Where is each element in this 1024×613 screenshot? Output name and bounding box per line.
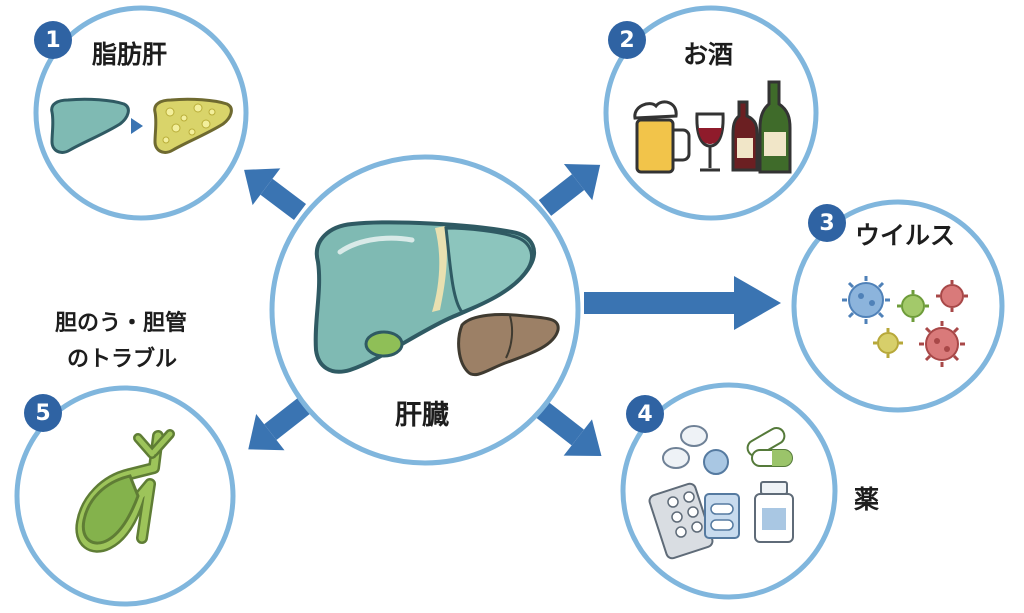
label-drugs: 薬 <box>854 485 880 514</box>
alcohol-icons <box>633 80 792 174</box>
arrow-to-alcohol <box>538 164 601 216</box>
wine-bottle-icon <box>758 80 792 174</box>
badge-5: 5 <box>24 394 62 432</box>
arrows <box>244 164 781 457</box>
virus-icon <box>936 280 968 312</box>
beer-mug-icon <box>633 100 691 174</box>
virus-icon <box>842 276 890 324</box>
gallbladder-icon <box>75 429 175 553</box>
badge-2: 2 <box>608 21 646 59</box>
arrow-to-virus <box>584 276 781 330</box>
wine-glass-icon <box>695 112 725 172</box>
label-gallbladder-line1: 胆のう・胆管 <box>55 311 188 336</box>
drug-icons <box>648 425 794 560</box>
virus-icon <box>873 328 903 358</box>
virus-icon <box>919 321 965 367</box>
arrow-to-drugs <box>533 400 602 457</box>
wine-bottle-icon <box>731 100 759 172</box>
pill-icon <box>662 425 729 475</box>
badge-3: 3 <box>808 204 846 242</box>
medicine-bottle-icon <box>754 481 794 543</box>
arrow-to-gallbladder <box>248 397 312 451</box>
label-virus: ウイルス <box>855 221 956 250</box>
capsule-icon <box>746 427 793 467</box>
healthy-liver-icon <box>313 220 536 374</box>
label-liver: 肝臓 <box>395 400 449 431</box>
label-fatty-liver: 脂肪肝 <box>92 40 168 69</box>
label-gallbladder-line2: のトラブル <box>67 347 178 372</box>
fatty-liver-icon-group <box>50 97 233 154</box>
virus-icon <box>897 290 929 322</box>
damaged-liver-icon <box>457 313 560 377</box>
circle-fatty-liver <box>33 5 249 221</box>
badge-4: 4 <box>626 395 664 433</box>
badge-1: 1 <box>34 21 72 59</box>
blister-pack-icon <box>648 482 740 560</box>
virus-icons <box>842 276 968 367</box>
label-alcohol: お酒 <box>683 40 734 69</box>
arrow-to-fatty-liver <box>244 168 307 220</box>
